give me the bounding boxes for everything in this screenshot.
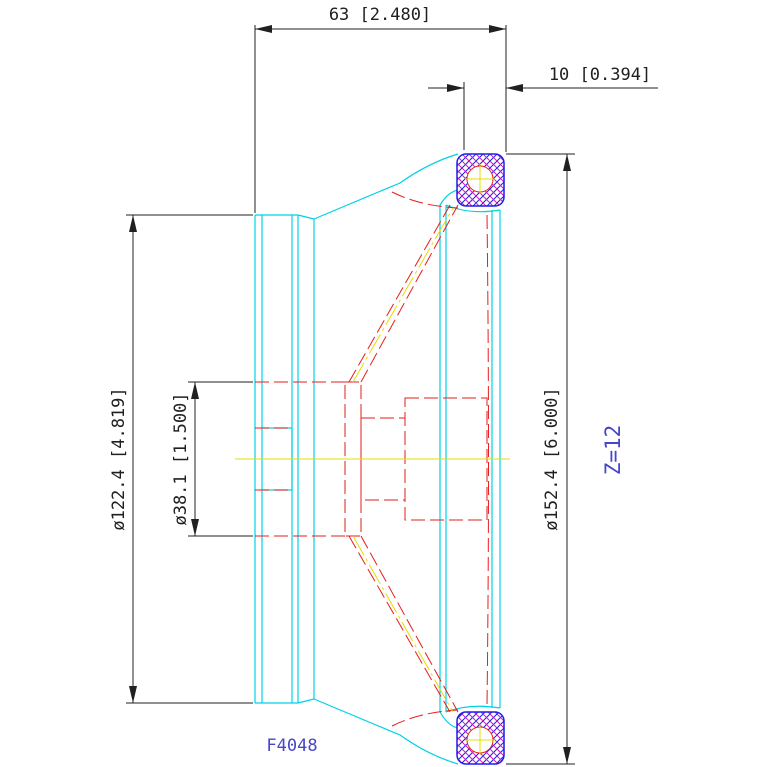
tooth-count-label: Z=12 (601, 425, 625, 476)
tooth-section-top (456, 153, 505, 207)
centerlines (235, 207, 510, 713)
hub-diameter-label: ø122.4 [4.819] (109, 387, 129, 530)
dimension-arrows (129, 25, 571, 764)
tooth-section-bottom (456, 711, 505, 765)
outer-diameter-label: ø152.4 [6.000] (542, 387, 562, 530)
bore-diameter-label: ø38.1 [1.500] (171, 392, 191, 525)
width-total-label: 63 [2.480] (329, 5, 431, 25)
part-number-label: F4048 (266, 736, 317, 756)
flange-width-label: 10 [0.394] (549, 65, 651, 85)
dimension-lines (126, 25, 658, 765)
